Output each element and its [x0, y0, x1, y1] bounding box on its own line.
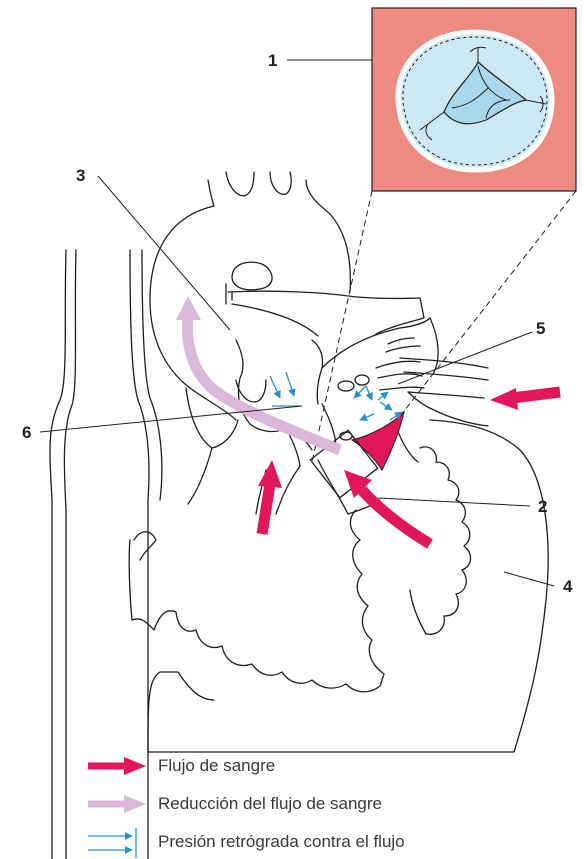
legend-blood-flow-swatch — [88, 757, 146, 775]
callout-3: 3 — [76, 166, 85, 185]
legend-blood-flow-label: Flujo de sangre — [158, 756, 275, 776]
back-pressure-arrows-atrium — [354, 386, 402, 420]
callout-2: 2 — [538, 497, 547, 516]
callout-6: 6 — [22, 423, 31, 442]
back-pressure-arrows-aorta — [270, 372, 300, 406]
legend-back-pressure-swatch — [88, 828, 136, 858]
legend-reduced-flow-label: Reducción del flujo de sangre — [158, 794, 382, 814]
reduced-flow-arrowhead — [176, 296, 201, 320]
callout-5: 5 — [536, 319, 545, 338]
blood-flow-arrow-right — [512, 392, 560, 398]
heart-outline — [50, 172, 548, 859]
legend-back-pressure-label: Presión retrógrada contra el flujo — [158, 832, 405, 852]
valve-inset — [372, 8, 576, 191]
blood-flow-arrowhead-up — [258, 460, 282, 488]
blood-flow-arrow-lower — [362, 490, 430, 544]
legend-reduced-flow-swatch — [88, 795, 146, 813]
blood-flow-arrow-up — [262, 484, 270, 534]
callout-4: 4 — [563, 577, 573, 596]
blood-flow-arrowhead-right — [490, 388, 518, 410]
callout-1: 1 — [268, 51, 277, 70]
stenotic-valve-wedge — [352, 412, 404, 470]
